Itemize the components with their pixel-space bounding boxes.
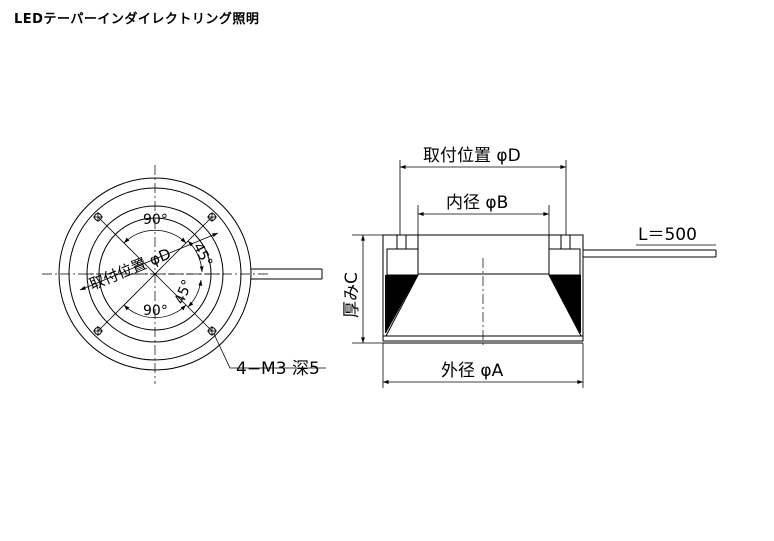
front-mount-diameter-label: 取付位置 φD xyxy=(87,245,174,294)
angle-label-top: 90° xyxy=(143,212,168,228)
diameter-d-dimension-line xyxy=(79,232,219,291)
angle-arc-bottom xyxy=(123,304,187,319)
outer-ring-inner-edge xyxy=(68,187,242,361)
mount-hole xyxy=(93,326,103,336)
thickness-label: 厚みC xyxy=(342,272,362,318)
led-housing-right xyxy=(548,248,581,276)
angle-label-45-upper: 45° xyxy=(189,240,215,269)
inner-diameter-label: 内径 φB xyxy=(446,193,508,213)
screw-left xyxy=(396,234,407,250)
mount-hole xyxy=(93,212,103,222)
tap-note-label: 4−M3 深5 xyxy=(236,359,320,379)
taper-left xyxy=(385,275,418,333)
mount-hole xyxy=(207,326,217,336)
screw-right xyxy=(560,234,571,250)
tap-note-leader xyxy=(213,333,326,369)
led-housing-left xyxy=(386,248,419,276)
ring-body xyxy=(382,234,584,342)
outer-diameter-label: 外径 φA xyxy=(441,361,504,381)
outer-ring xyxy=(58,177,252,371)
angle-label-bottom: 90° xyxy=(143,303,168,319)
side-view: L＝500 取付位置 φD 内径 φB 外径 φA 厚みC xyxy=(342,146,717,388)
front-view: 90° 90° 45° 45° 取付位置 φD 4−M3 深5 xyxy=(42,165,326,384)
mount-hole xyxy=(207,212,217,222)
side-mount-diameter-label: 取付位置 φD xyxy=(423,146,521,166)
cable-length-label: L＝500 xyxy=(638,225,697,245)
drawing-title: LEDテーパーインダイレクトリング照明 xyxy=(14,12,260,27)
